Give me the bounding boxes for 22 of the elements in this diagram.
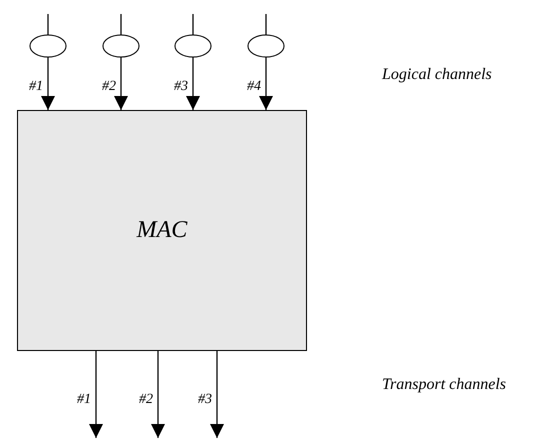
arrow <box>114 57 128 110</box>
edge-label: #3 <box>174 78 188 94</box>
line <box>265 14 267 35</box>
arrow <box>41 57 55 110</box>
edge-label: #4 <box>247 78 261 94</box>
channel-group-label: Logical channels <box>382 66 492 84</box>
arrow <box>259 57 273 110</box>
edge-label: #3 <box>198 392 212 408</box>
process-box <box>17 110 307 351</box>
channel-group-label: Transport channels <box>382 376 506 394</box>
edge-label: #1 <box>29 78 43 94</box>
edge-label: #2 <box>139 392 153 408</box>
line <box>120 14 122 35</box>
line <box>192 14 194 35</box>
line <box>47 14 49 35</box>
arrow <box>151 351 165 438</box>
arrow <box>89 351 103 438</box>
edge-label: #2 <box>102 78 116 94</box>
arrow <box>210 351 224 438</box>
edge-label: #1 <box>77 392 91 408</box>
box-title: MAC <box>136 217 188 244</box>
arrow <box>186 57 200 110</box>
